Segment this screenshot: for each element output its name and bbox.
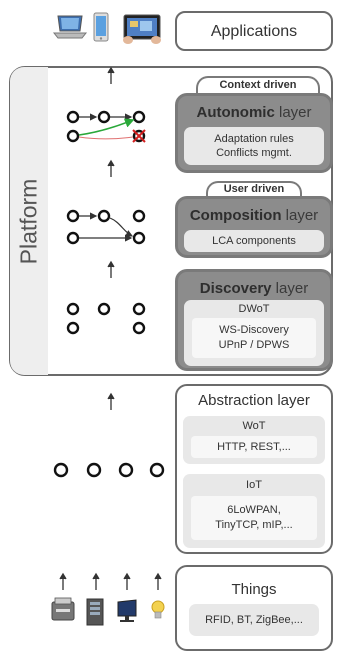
composition-title-bold: Composition bbox=[189, 207, 282, 224]
autonomic-title-bold: Autonomic bbox=[196, 104, 275, 121]
autonomic-red-edge bbox=[78, 136, 134, 140]
iot-item-1: TinyTCP, mIP,... bbox=[215, 519, 293, 531]
printer-icon bbox=[51, 597, 75, 621]
composition-item-0: LCA components bbox=[212, 235, 296, 247]
autonomic-nodes bbox=[66, 110, 146, 143]
applications-title: Applications bbox=[210, 23, 298, 40]
discovery-dwot-box: DWoT WS-Discovery UPnP / DPWS bbox=[184, 300, 324, 366]
composition-layer-title: Composition layer bbox=[178, 207, 330, 224]
autonomic-content-box: Adaptation rules Conflicts mgmt. bbox=[184, 127, 324, 165]
wot-box: WoT HTTP, REST,... bbox=[183, 416, 325, 464]
iot-title: IoT bbox=[246, 479, 262, 491]
discovery-nodes bbox=[66, 302, 146, 335]
autonomic-item-1: Conflicts mgmt. bbox=[216, 147, 292, 159]
discovery-layer-title: Discovery layer bbox=[178, 280, 330, 297]
autonomic-green-edge bbox=[78, 118, 135, 136]
discovery-item-0: WS-Discovery bbox=[219, 324, 289, 336]
up-arrow-platform bbox=[107, 392, 115, 410]
composition-edge-2 bbox=[109, 217, 134, 237]
smartphone-icon bbox=[93, 12, 109, 42]
up-arrow-composition bbox=[107, 260, 115, 278]
up-arrow-autonomic bbox=[107, 159, 115, 177]
iot-item-0: 6LoWPAN, bbox=[227, 504, 281, 516]
autonomic-layer-title: Autonomic layer bbox=[178, 104, 330, 121]
discovery-layer: Discovery layer DWoT WS-Discovery UPnP /… bbox=[175, 269, 333, 371]
things-title: Things bbox=[231, 581, 277, 598]
abstraction-layer: Abstraction layer WoT HTTP, REST,... IoT… bbox=[175, 384, 333, 554]
things-box: Things RFID, BT, ZigBee,... bbox=[175, 565, 333, 651]
monitor-icon bbox=[117, 599, 137, 622]
composition-content-box: LCA components bbox=[184, 230, 324, 252]
composition-user-label: User driven bbox=[223, 183, 285, 195]
up-arrow-applications bbox=[107, 66, 115, 84]
discovery-title-bold: Discovery bbox=[199, 280, 272, 297]
lightbulb-icon bbox=[151, 600, 165, 619]
autonomic-item-0: Adaptation rules bbox=[214, 133, 294, 145]
wot-title: WoT bbox=[242, 420, 266, 432]
laptop-icon bbox=[52, 15, 88, 39]
iot-protocols-box: 6LoWPAN, TinyTCP, mIP,... bbox=[191, 496, 317, 540]
discovery-item-1: UPnP / DPWS bbox=[218, 339, 290, 351]
autonomic-title-rest: layer bbox=[274, 104, 312, 121]
things-arrows bbox=[59, 572, 162, 590]
autonomic-layer: Autonomic layer Adaptation rules Conflic… bbox=[175, 93, 333, 173]
server-icon bbox=[86, 598, 104, 626]
applications-box: Applications bbox=[175, 11, 333, 51]
things-protocols-box: RFID, BT, ZigBee,... bbox=[189, 604, 319, 636]
tablet-icon bbox=[123, 14, 161, 44]
red-cross-icon bbox=[132, 129, 146, 143]
things-item-0: RFID, BT, ZigBee,... bbox=[205, 614, 303, 626]
composition-nodes bbox=[66, 209, 146, 245]
composition-layer: Composition layer LCA components bbox=[175, 196, 333, 258]
discovery-subtitle: DWoT bbox=[238, 303, 270, 315]
wot-item-0: HTTP, REST,... bbox=[217, 441, 291, 453]
abstraction-nodes bbox=[53, 462, 165, 478]
node-diagram bbox=[51, 66, 165, 626]
abstraction-title: Abstraction layer bbox=[198, 392, 310, 409]
composition-title-rest: layer bbox=[281, 207, 319, 224]
wot-protocols-box: HTTP, REST,... bbox=[191, 436, 317, 458]
discovery-protocols-box: WS-Discovery UPnP / DPWS bbox=[192, 318, 316, 358]
discovery-title-rest: layer bbox=[271, 280, 309, 297]
iot-box: IoT 6LoWPAN, TinyTCP, mIP,... bbox=[183, 474, 325, 548]
platform-label-band bbox=[10, 67, 48, 375]
autonomic-context-label: Context driven bbox=[219, 79, 297, 91]
